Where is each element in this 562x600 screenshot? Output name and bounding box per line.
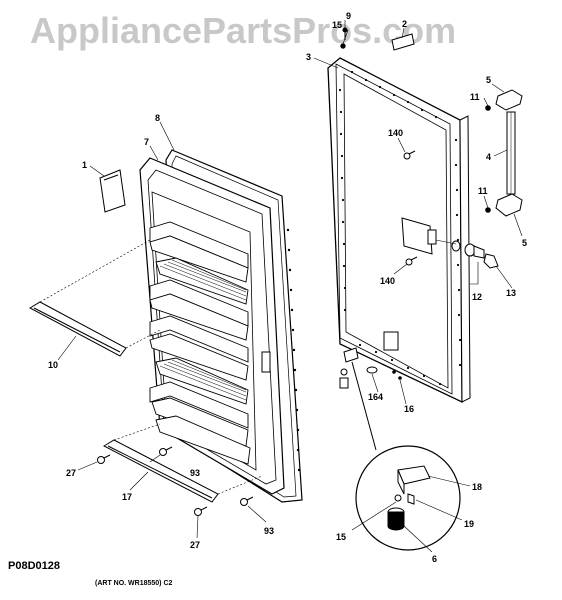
callout-leaders <box>57 20 523 553</box>
callout-13: 13 <box>506 288 516 298</box>
door-shelves <box>149 221 251 465</box>
bottom-hinge-assembly <box>339 347 359 389</box>
part-140-screws <box>403 150 418 266</box>
callout-2: 2 <box>402 19 407 29</box>
callout-9: 9 <box>346 11 351 21</box>
callout-12: 12 <box>472 292 482 302</box>
part-11-screw-bottom <box>485 207 491 213</box>
callout-11-bottom: 11 <box>478 186 488 196</box>
callout-3: 3 <box>306 52 311 62</box>
part-93-screws <box>159 446 254 506</box>
callout-1: 1 <box>82 160 87 170</box>
part-2-label <box>391 33 415 51</box>
callout-7: 7 <box>144 137 149 147</box>
art-number: (ART NO. WR18550) C2 <box>95 580 173 587</box>
part-10-trim <box>28 301 127 357</box>
watermark: AppliancePartsPros.com <box>30 10 457 51</box>
callout-93-bottom: 93 <box>264 526 274 536</box>
part-27-screws <box>97 454 208 516</box>
part-3-outer-door <box>327 57 471 404</box>
leader-lines-10 <box>39 239 161 349</box>
part-6-bushing <box>387 507 405 531</box>
callout-16: 16 <box>404 404 414 414</box>
callout-5-top: 5 <box>486 75 491 85</box>
callout-8: 8 <box>155 113 160 123</box>
callout-17: 17 <box>122 492 132 502</box>
bottom-bracket <box>383 331 399 351</box>
part-11-screw-top <box>485 105 491 111</box>
callout-11-top: 11 <box>470 92 480 102</box>
callout-18: 18 <box>472 482 482 492</box>
callout-4: 4 <box>486 152 491 162</box>
door-panel-holes <box>338 70 462 386</box>
callout-19: 19 <box>464 519 474 529</box>
latch-plate <box>401 217 433 255</box>
part-4-hinge-rod <box>506 111 516 195</box>
callout-140-top: 140 <box>388 128 403 138</box>
callout-10: 10 <box>48 360 58 370</box>
part-15-washer <box>394 494 402 502</box>
callout-140-bottom: 140 <box>380 276 395 286</box>
liner-clip <box>261 351 271 373</box>
part-5-hinge-blocks <box>495 89 523 217</box>
liner-screw-holes <box>286 228 301 472</box>
callout-6: 6 <box>432 554 437 564</box>
callout-15-top: 15 <box>332 20 342 30</box>
callout-93-mid: 93 <box>190 468 200 478</box>
callout-27-bottom: 27 <box>190 540 200 550</box>
callout-15-detail: 15 <box>336 532 346 542</box>
part-1-label <box>99 169 126 213</box>
figure-code: P08D0128 <box>8 560 60 572</box>
callout-27-left: 27 <box>66 468 76 478</box>
part-8-gasket <box>165 149 303 503</box>
callout-5-bottom: 5 <box>522 238 527 248</box>
callout-164: 164 <box>368 392 383 402</box>
part-18-bracket <box>397 465 431 495</box>
part-19-screw <box>407 493 415 505</box>
part-13-key <box>483 253 499 269</box>
part-164-washer <box>366 366 378 374</box>
part-15-screw-top <box>340 43 346 49</box>
part-16-screws <box>392 370 402 380</box>
